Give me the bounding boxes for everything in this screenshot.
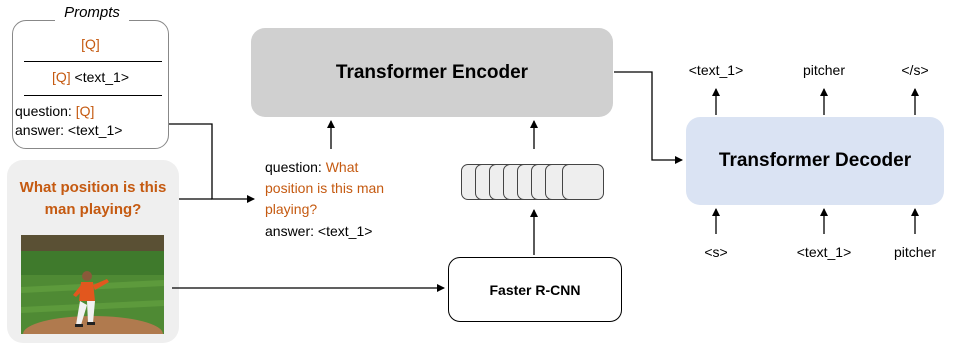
decoder-output-token: </s> <box>901 62 929 78</box>
prompt-template-2: [Q] <text_1> <box>12 68 169 86</box>
filled-prompt-q1: What <box>325 159 359 175</box>
transformer-encoder: Transformer Encoder <box>251 28 613 117</box>
faster-rcnn: Faster R-CNN <box>448 257 622 322</box>
transformer-decoder: Transformer Decoder <box>686 117 944 205</box>
decoder-output-token: pitcher <box>802 62 846 78</box>
decoder-output-token: <text_1> <box>688 62 744 78</box>
image-question: What position is this man playing? <box>19 179 167 218</box>
filled-prompt-line3: playing? <box>265 201 318 217</box>
prompts-title: Prompts <box>55 4 129 22</box>
prompt-to-text-arrow <box>169 123 255 203</box>
filled-prompt-prefix: question: <box>265 159 326 175</box>
decoder-input-token: <text_1> <box>796 244 852 260</box>
prompt-template-3-line1: question: [Q] <box>15 102 94 120</box>
encoder-to-decoder-arrow <box>614 71 683 164</box>
prompt-separator-2 <box>24 95 162 96</box>
decoder-input-token: <s> <box>704 244 728 260</box>
prompts-box <box>12 20 169 149</box>
decoder-input-token: pitcher <box>893 244 937 260</box>
prompt-template-3-line2: answer: <text_1> <box>15 122 123 138</box>
filled-prompt-line2: position is this man <box>265 180 385 196</box>
filled-prompt-line4: answer: <text_1> <box>265 223 373 239</box>
feature-vector <box>562 164 604 200</box>
prompt-template-2-q: [Q] <box>51 69 71 85</box>
filled-prompt-line1: question: What <box>265 158 358 176</box>
prompt-separator-1 <box>24 61 162 62</box>
encoder-label: Transformer Encoder <box>335 61 529 83</box>
faster-rcnn-label: Faster R-CNN <box>489 281 581 298</box>
prompt-template-3-q: [Q] <box>75 103 95 119</box>
prompt-template-1: [Q] <box>81 36 100 52</box>
prompt-template-2-rest: <text_1> <box>70 69 130 85</box>
decoder-label: Transformer Decoder <box>718 150 912 171</box>
prompt-template-3-prefix: question: <box>15 103 76 119</box>
baseball-pitcher-photo <box>21 235 164 334</box>
